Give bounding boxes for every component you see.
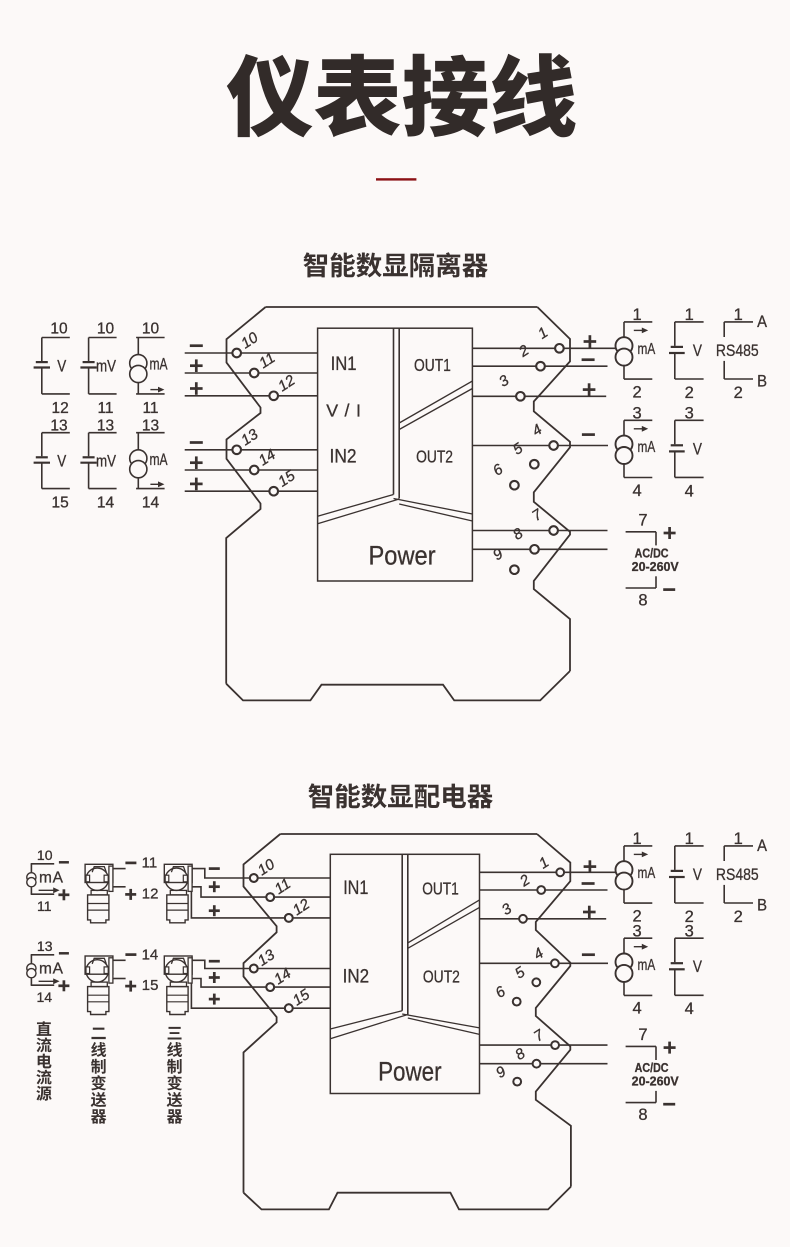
svg-text:2: 2 xyxy=(633,907,642,925)
svg-text:mV: mV xyxy=(96,453,116,471)
svg-text:B: B xyxy=(757,896,767,914)
svg-text:V/I: V/I xyxy=(326,400,361,420)
svg-text:14: 14 xyxy=(271,965,294,988)
svg-text:IN1: IN1 xyxy=(343,878,368,899)
svg-text:mA: mA xyxy=(39,870,64,887)
svg-text:AC/DC: AC/DC xyxy=(635,546,669,560)
svg-text:mA: mA xyxy=(150,451,168,469)
svg-text:V: V xyxy=(57,358,66,376)
svg-text:8: 8 xyxy=(638,592,647,610)
svg-text:V: V xyxy=(693,865,703,884)
svg-text:4: 4 xyxy=(633,1000,642,1018)
svg-text:13: 13 xyxy=(50,417,67,434)
svg-text:AC/DC: AC/DC xyxy=(635,1061,669,1075)
svg-text:1: 1 xyxy=(633,306,642,324)
svg-text:IN2: IN2 xyxy=(343,967,370,988)
svg-text:12: 12 xyxy=(142,886,159,903)
svg-text:mV: mV xyxy=(96,358,116,376)
svg-text:7: 7 xyxy=(638,512,647,530)
svg-text:4: 4 xyxy=(685,1000,694,1018)
svg-text:1: 1 xyxy=(734,306,743,324)
svg-text:11: 11 xyxy=(97,400,113,417)
svg-text:2: 2 xyxy=(685,908,694,926)
svg-text:IN1: IN1 xyxy=(331,354,357,375)
svg-text:10: 10 xyxy=(37,847,53,863)
svg-text:A: A xyxy=(757,313,767,331)
svg-text:V: V xyxy=(693,957,703,976)
svg-text:10: 10 xyxy=(50,321,68,338)
svg-text:3: 3 xyxy=(685,405,694,423)
svg-text:mA: mA xyxy=(39,961,64,978)
svg-text:13: 13 xyxy=(37,938,53,954)
svg-text:20-260V: 20-260V xyxy=(632,560,680,574)
svg-text:IN2: IN2 xyxy=(330,446,357,467)
svg-text:14: 14 xyxy=(142,946,159,963)
svg-text:10: 10 xyxy=(142,321,160,338)
svg-text:1: 1 xyxy=(685,306,694,324)
svg-text:Power: Power xyxy=(369,541,436,571)
svg-text:4: 4 xyxy=(685,482,694,500)
svg-text:V: V xyxy=(693,439,703,458)
svg-text:OUT2: OUT2 xyxy=(416,446,453,466)
svg-text:RS485: RS485 xyxy=(716,341,759,360)
svg-text:V: V xyxy=(57,453,66,471)
svg-text:11: 11 xyxy=(142,855,158,872)
svg-text:11: 11 xyxy=(142,400,158,417)
svg-text:2: 2 xyxy=(633,383,642,401)
svg-text:mA: mA xyxy=(638,341,656,358)
svg-text:10: 10 xyxy=(97,321,115,338)
svg-text:3: 3 xyxy=(685,923,694,941)
svg-text:OUT2: OUT2 xyxy=(423,967,460,987)
svg-text:13: 13 xyxy=(97,417,114,434)
svg-text:20-260V: 20-260V xyxy=(632,1075,680,1089)
svg-text:2: 2 xyxy=(734,384,743,402)
svg-text:7: 7 xyxy=(638,1026,647,1044)
svg-text:2: 2 xyxy=(734,908,743,926)
svg-text:V: V xyxy=(693,341,703,360)
svg-text:11: 11 xyxy=(37,898,52,914)
svg-text:mA: mA xyxy=(638,439,656,456)
svg-text:12: 12 xyxy=(51,400,68,417)
svg-text:14: 14 xyxy=(142,495,160,512)
svg-text:3: 3 xyxy=(633,923,642,941)
svg-text:mA: mA xyxy=(150,356,168,374)
svg-text:1: 1 xyxy=(633,830,642,848)
svg-text:OUT1: OUT1 xyxy=(422,879,459,899)
svg-text:mA: mA xyxy=(638,865,656,882)
svg-text:2: 2 xyxy=(685,384,694,402)
svg-text:1: 1 xyxy=(734,830,743,848)
svg-text:8: 8 xyxy=(638,1106,647,1124)
svg-text:15: 15 xyxy=(142,977,159,994)
svg-text:13: 13 xyxy=(142,417,159,434)
svg-text:14: 14 xyxy=(256,446,279,469)
svg-text:OUT1: OUT1 xyxy=(414,355,451,375)
svg-text:15: 15 xyxy=(51,495,68,512)
svg-text:3: 3 xyxy=(633,405,642,423)
svg-text:B: B xyxy=(757,372,767,390)
svg-text:14: 14 xyxy=(37,989,53,1005)
svg-text:RS485: RS485 xyxy=(716,865,759,884)
svg-text:1: 1 xyxy=(685,830,694,848)
svg-text:Power: Power xyxy=(378,1057,442,1087)
svg-text:4: 4 xyxy=(633,482,642,500)
svg-text:14: 14 xyxy=(97,495,115,512)
svg-text:A: A xyxy=(757,837,767,855)
svg-text:mA: mA xyxy=(638,957,656,974)
